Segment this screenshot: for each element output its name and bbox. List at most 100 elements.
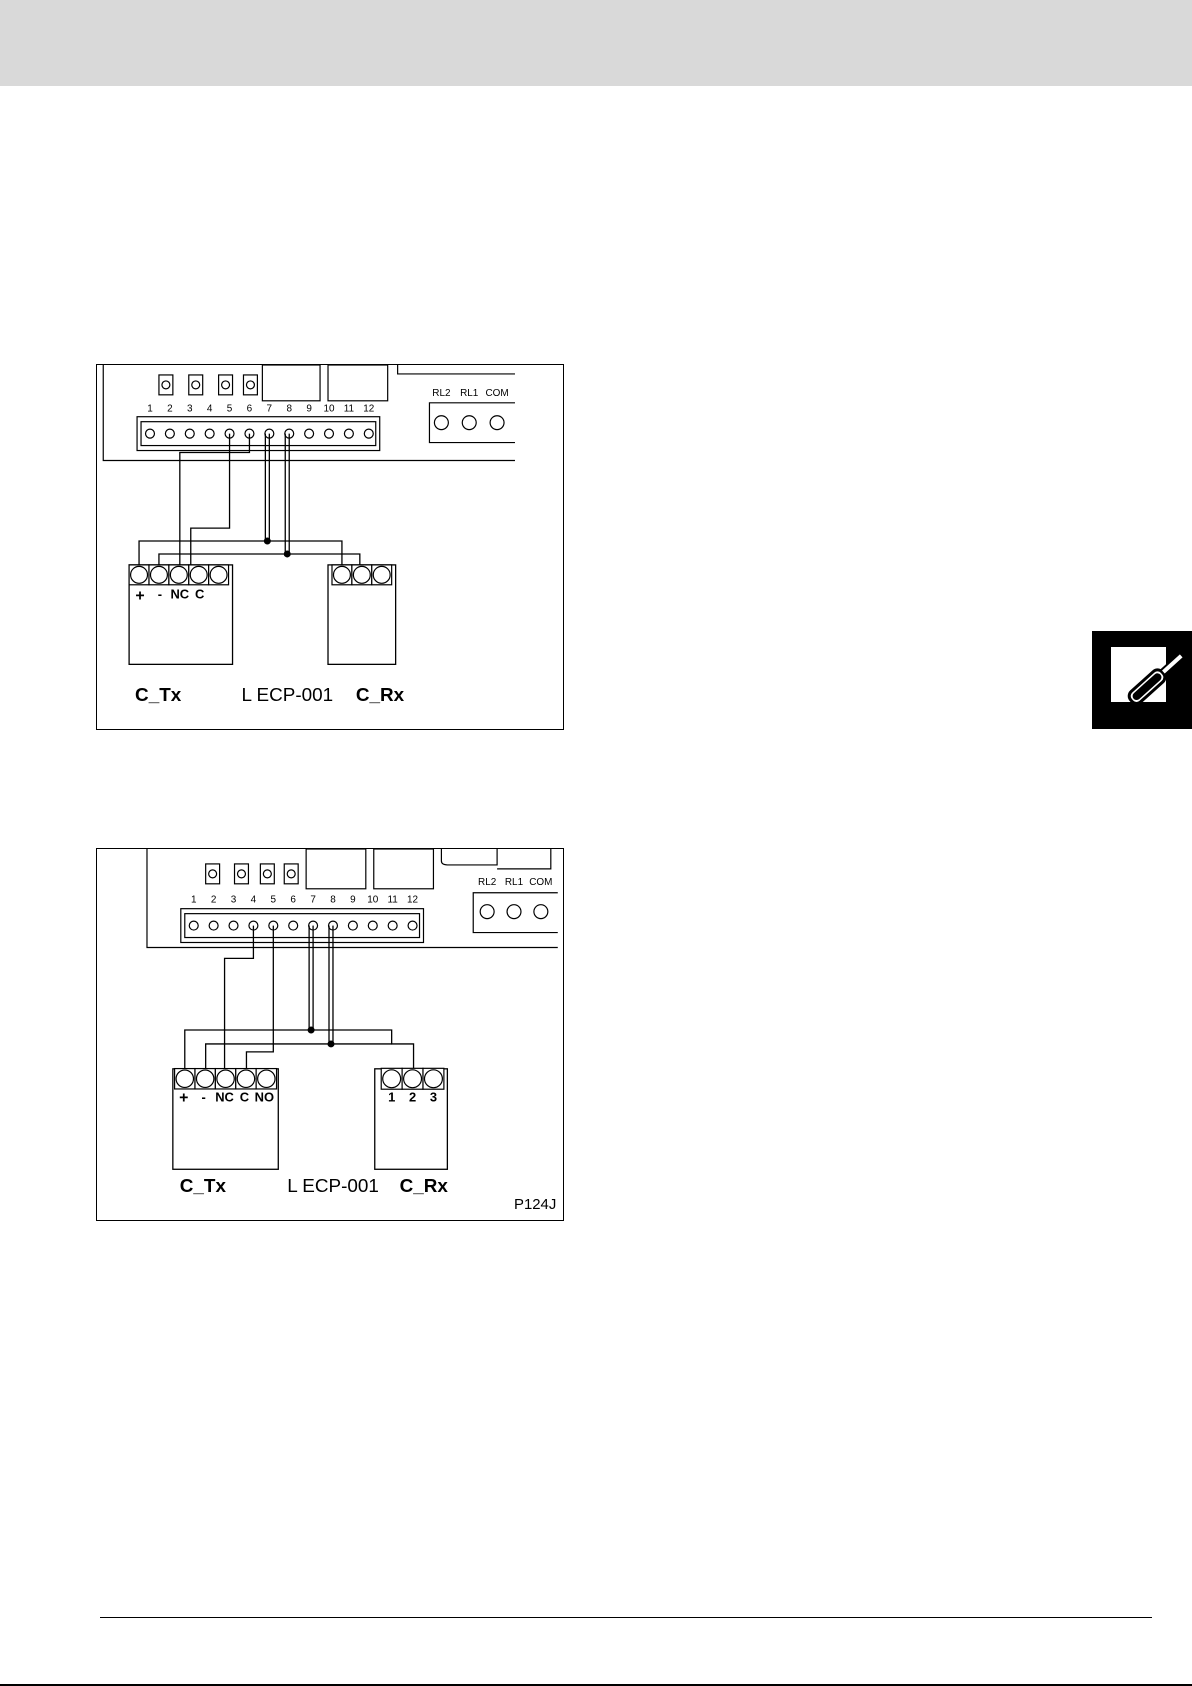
block-terminal-screw	[404, 1070, 422, 1088]
block-terminal-screw	[373, 566, 390, 583]
component-block	[398, 365, 515, 374]
block-terminal-screw	[150, 566, 167, 583]
terminal-number: 1	[191, 895, 197, 906]
wiring-diagram-1: 1 2 3 4 5 6 7 8 9 10 11 12 RL2 RL1 COM +…	[96, 364, 564, 730]
adjust-knob	[189, 375, 203, 395]
wire	[159, 554, 360, 565]
terminal-number: 3	[187, 404, 193, 415]
terminal-number: 8	[286, 404, 292, 415]
relay-terminal	[507, 905, 521, 919]
junction-dot	[264, 538, 271, 545]
terminal-screw	[146, 429, 155, 438]
relay-strip	[473, 893, 558, 933]
junction-dot	[328, 1040, 335, 1047]
relay-label: COM	[485, 388, 508, 399]
wiring-diagram-2: 1 2 3 4 5 6 7 8 9 10 11 12 RL2 RL1 COM +…	[96, 848, 564, 1221]
component-block	[441, 849, 497, 865]
terminal-number: 10	[367, 895, 379, 906]
adjust-knob	[284, 864, 298, 884]
terminal-number: 4	[251, 895, 257, 906]
relay-terminal	[534, 905, 548, 919]
junction-dot	[308, 1027, 315, 1034]
tx-name: C_Tx	[180, 1176, 227, 1197]
relay-label: COM	[529, 877, 552, 888]
tx-terminal-label: NC	[170, 587, 189, 602]
junction-dot	[284, 550, 291, 557]
center-label: L ECP-001	[287, 1176, 379, 1197]
block-terminal-screw	[217, 1070, 234, 1087]
terminal-number: 9	[306, 404, 312, 415]
adjust-knob	[206, 864, 220, 884]
block-terminal-screw	[190, 566, 207, 583]
terminal-number: 12	[407, 895, 419, 906]
terminal-number: 5	[227, 404, 233, 415]
adjust-knob	[235, 864, 249, 884]
block-terminal-screw	[333, 566, 350, 583]
adjust-knob	[260, 864, 274, 884]
relay-label: RL1	[505, 877, 524, 888]
component-block	[328, 365, 388, 401]
terminal-screw	[368, 921, 377, 930]
block-terminal-screw	[131, 566, 148, 583]
terminal-screw	[229, 921, 238, 930]
terminal-screw	[344, 429, 353, 438]
tx-terminal-label: NC	[215, 1090, 234, 1105]
relay-terminal	[462, 416, 476, 430]
rx-terminal-label: 1	[388, 1090, 395, 1105]
tx-terminal-label: NO	[255, 1090, 274, 1105]
relay-strip	[429, 403, 515, 443]
rx-name: C_Rx	[400, 1176, 449, 1197]
wire	[191, 434, 230, 565]
relay-terminal	[480, 905, 494, 919]
block-terminal-screw	[210, 566, 227, 583]
terminal-number: 2	[167, 404, 173, 415]
figure-code: P124J	[514, 1197, 556, 1213]
section-tab	[1092, 631, 1192, 729]
tx-name: C_Tx	[135, 685, 182, 706]
terminal-number: 6	[247, 404, 253, 415]
block-terminal-screw	[353, 566, 370, 583]
terminal-screw	[209, 921, 218, 930]
screwdriver-icon	[1092, 631, 1192, 729]
wiring-diagram-1-svg: 1 2 3 4 5 6 7 8 9 10 11 12 RL2 RL1 COM +…	[97, 365, 563, 729]
relay-terminal	[434, 416, 448, 430]
rx-terminal-label: 3	[430, 1090, 437, 1105]
block-terminal-screw	[237, 1070, 254, 1087]
relay-label: RL2	[478, 877, 497, 888]
terminal-screw	[325, 429, 334, 438]
component-block	[497, 849, 551, 869]
tx-terminal-label: C	[195, 587, 204, 602]
component-block	[262, 365, 320, 401]
terminal-number: 4	[207, 404, 213, 415]
terminal-screw	[289, 921, 298, 930]
wiring-diagram-2-svg: 1 2 3 4 5 6 7 8 9 10 11 12 RL2 RL1 COM +…	[97, 849, 563, 1220]
footer-rule	[100, 1617, 1152, 1618]
adjust-knob	[219, 375, 233, 395]
tx-terminal-label: +	[179, 1090, 188, 1107]
component-block	[306, 849, 366, 889]
tx-terminal-label: -	[158, 587, 162, 602]
terminal-screw	[189, 921, 198, 930]
block-terminal-screw	[383, 1070, 401, 1088]
wire	[185, 1030, 414, 1069]
tx-terminal-label: C	[240, 1090, 249, 1105]
block-terminal-screw	[424, 1070, 442, 1088]
terminal-screw	[165, 429, 174, 438]
terminal-screw	[364, 429, 373, 438]
tx-terminal-label: -	[202, 1090, 206, 1105]
header-band	[0, 0, 1192, 86]
terminal-number: 10	[323, 404, 335, 415]
terminal-screw	[388, 921, 397, 930]
terminal-screw	[185, 429, 194, 438]
terminal-screw	[408, 921, 417, 930]
terminal-number: 8	[330, 895, 336, 906]
block-terminal-screw	[170, 566, 187, 583]
terminal-number: 3	[231, 895, 237, 906]
rx-terminal-label: 2	[409, 1090, 416, 1105]
wire	[206, 1044, 392, 1069]
terminal-number: 7	[310, 895, 316, 906]
wire	[139, 541, 342, 565]
center-label: L ECP-001	[241, 685, 333, 706]
adjust-knob	[243, 375, 257, 395]
tx-terminal-label: +	[135, 588, 144, 605]
